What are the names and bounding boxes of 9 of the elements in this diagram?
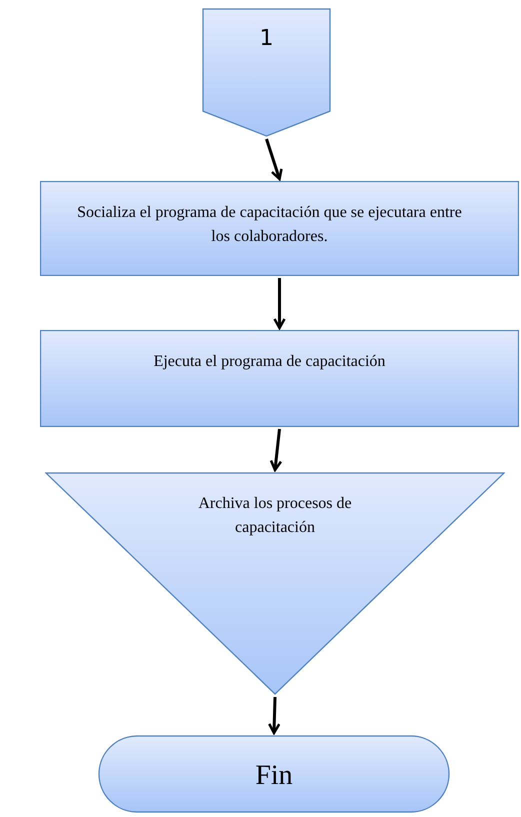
arrow: [265, 138, 283, 180]
node-label: Ejecuta el programa de capacitación: [154, 352, 386, 372]
node-label: Archiva los procesos de capacitación: [197, 494, 353, 538]
arrow: [268, 696, 280, 734]
arrow: [270, 428, 282, 472]
arrow: [273, 278, 286, 330]
node-label: Socializa el programa de capacitación que se ejecutara entre los colaboradores.: [76, 203, 463, 247]
node-label: Fin: [255, 759, 293, 793]
node-label: 1: [260, 25, 274, 53]
